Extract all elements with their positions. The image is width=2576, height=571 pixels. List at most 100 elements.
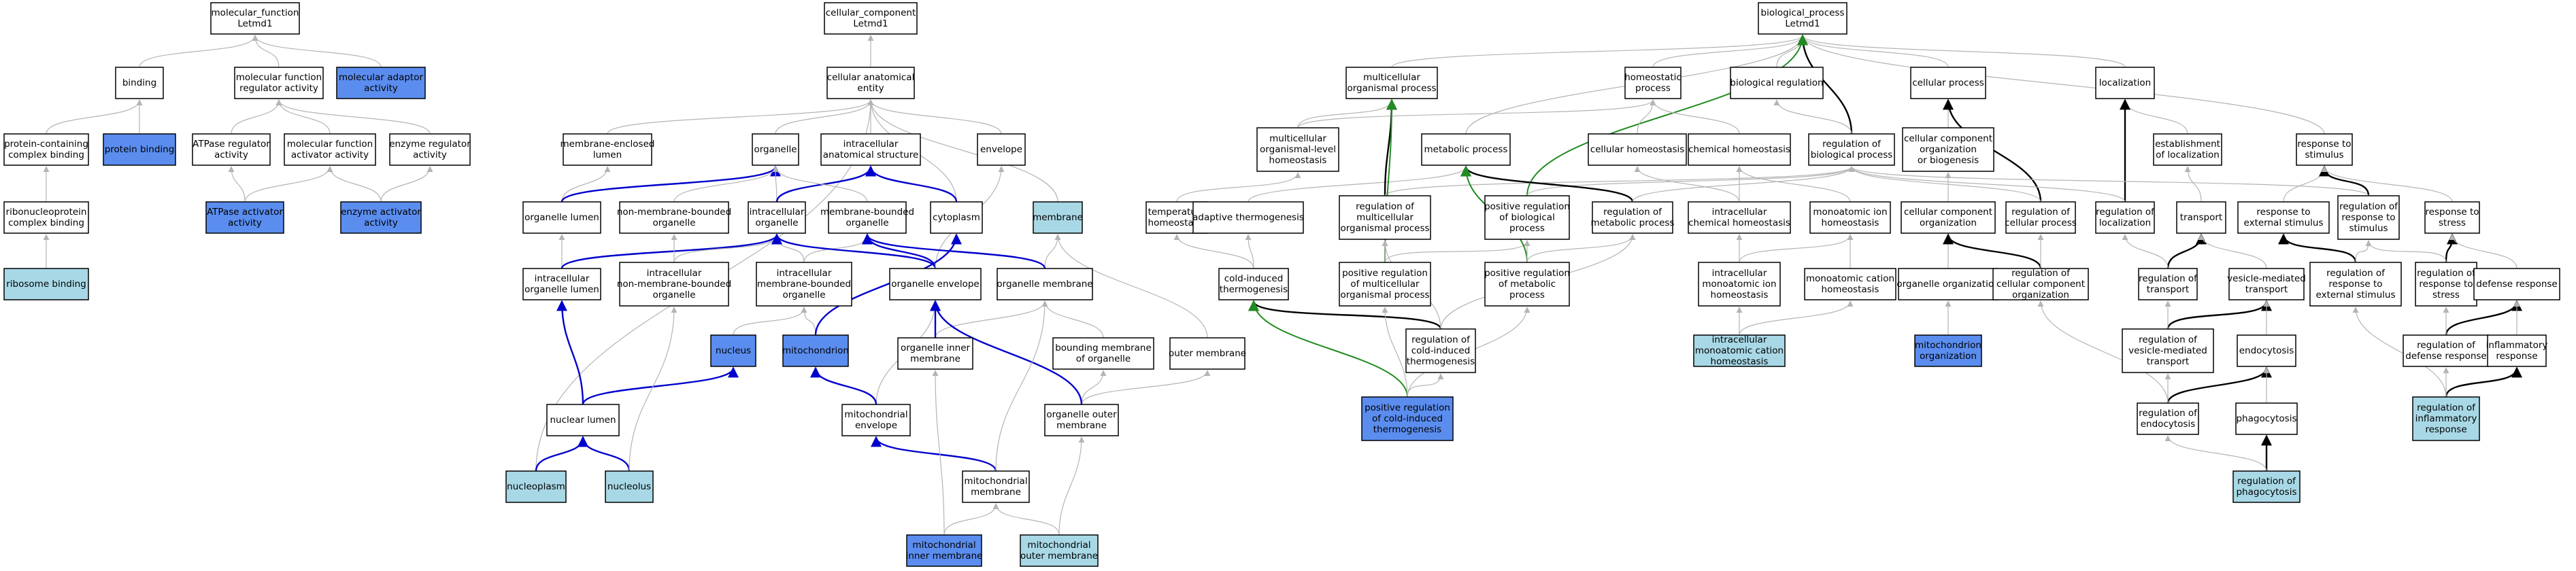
node-ribob[interactable]: ribosome binding bbox=[3, 268, 89, 300]
node-chemhomeo[interactable]: chemical homeostasis bbox=[1688, 133, 1791, 166]
edge-mitomem-to-mitoenv bbox=[871, 436, 997, 472]
node-bioreg[interactable]: biological regulation bbox=[1730, 67, 1824, 99]
node-orgenv[interactable]: organelle envelope bbox=[889, 268, 982, 300]
node-envelope[interactable]: envelope bbox=[977, 133, 1026, 166]
node-nuclum[interactable]: nuclear lumen bbox=[546, 404, 620, 436]
node-cellhomeo[interactable]: cellular homeostasis bbox=[1588, 133, 1687, 166]
node-inmbo[interactable]: intracellularnon-membrane-boundedorganel… bbox=[617, 262, 731, 307]
node-organelle[interactable]: organelle bbox=[752, 133, 799, 166]
node-defresp[interactable]: defense response bbox=[2473, 268, 2560, 300]
node-label: regulation of bbox=[1411, 334, 1471, 345]
node-metab[interactable]: metabolic process bbox=[1421, 133, 1511, 166]
node-adapt[interactable]: adaptive thermogenesis bbox=[1192, 201, 1304, 234]
node-orgorg[interactable]: organelle organization bbox=[1896, 268, 2000, 300]
node-mito[interactable]: mitochondrion bbox=[782, 334, 849, 367]
node-nucleoplasm[interactable]: nucleoplasm bbox=[505, 470, 567, 503]
node-binding[interactable]: binding bbox=[115, 67, 164, 99]
edge-aih-to-chemhomeo bbox=[1736, 166, 1851, 203]
node-cellproc[interactable]: cellular process bbox=[1910, 67, 1986, 99]
node-orgmem[interactable]: organelle membrane bbox=[997, 268, 1093, 300]
node-transport[interactable]: transport bbox=[2176, 201, 2226, 234]
node-local[interactable]: localization bbox=[2095, 67, 2155, 99]
node-box bbox=[1808, 133, 1895, 166]
node-outmem[interactable]: outer membrane bbox=[1169, 337, 1246, 370]
edge-icchem-to-cellhomeo bbox=[1634, 166, 1740, 203]
node-membrane[interactable]: membrane bbox=[1033, 201, 1083, 234]
node-endo[interactable]: endocytosis bbox=[2237, 334, 2296, 367]
node-nucleus[interactable]: nucleus bbox=[710, 334, 756, 367]
node-protb[interactable]: protein binding bbox=[103, 133, 176, 166]
node-cytoplasm[interactable]: cytoplasm bbox=[930, 201, 983, 234]
node-orglum[interactable]: organelle lumen bbox=[522, 201, 601, 234]
node-label: metabolic process bbox=[1591, 218, 1675, 228]
node-phago[interactable]: phagocytosis bbox=[2235, 402, 2298, 435]
node-nucleolus[interactable]: nucleolus bbox=[605, 470, 654, 503]
